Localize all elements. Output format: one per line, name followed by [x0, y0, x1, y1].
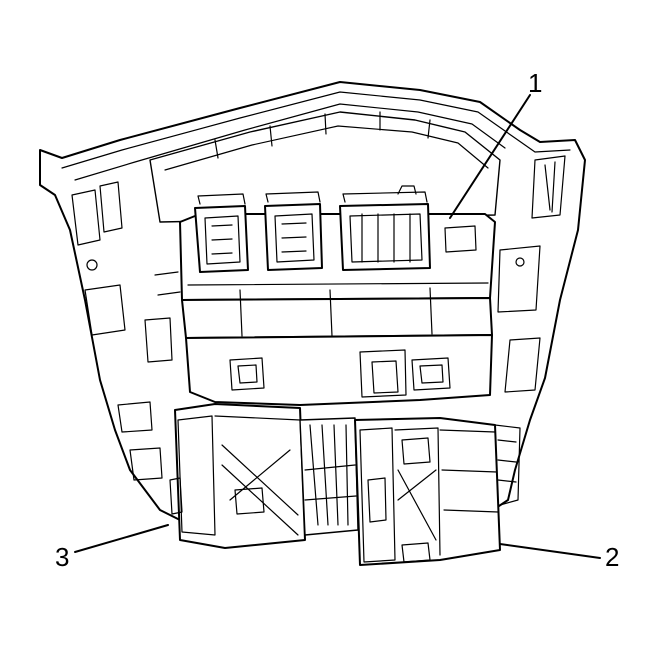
- connector-b: [264, 191, 323, 271]
- connector-a: [194, 193, 249, 273]
- leader-line-1: [449, 94, 531, 219]
- callout-1: 1: [528, 68, 542, 98]
- right-switch-module: [354, 417, 521, 566]
- leader-line-2: [499, 543, 601, 559]
- connector-c: [339, 185, 431, 271]
- leader-line-3: [74, 524, 169, 553]
- body-control-module: [179, 185, 496, 339]
- leader-lines: [74, 94, 601, 559]
- center-wiring-harness: [299, 417, 359, 536]
- callout-3: 3: [55, 542, 69, 572]
- mounting-bracket: [185, 334, 493, 406]
- callout-2: 2: [605, 542, 619, 572]
- left-switch-module: [169, 403, 306, 549]
